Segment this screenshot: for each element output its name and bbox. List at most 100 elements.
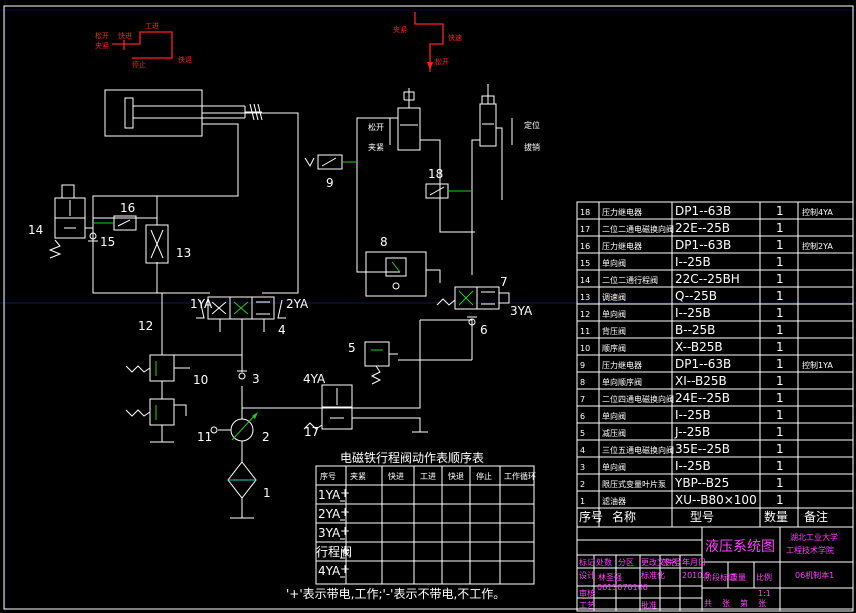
- parts-cell-name: 压力继电器: [602, 360, 642, 370]
- label-c15: 15: [100, 235, 115, 249]
- seq-row-sign: +: [340, 562, 350, 576]
- parts-cell-qty: 1: [776, 425, 784, 439]
- label-c6: 6: [480, 323, 488, 337]
- parts-cell-name: 二位二通行程阀: [602, 275, 658, 285]
- check-valve-3: [237, 370, 247, 380]
- motion-sketch-1: 快进 工进 快退 停止 松开 夹紧: [95, 22, 192, 69]
- parts-cell-qty: 1: [776, 221, 784, 235]
- parts-cell-no: 3: [580, 463, 585, 472]
- motion-label: 快速: [448, 33, 462, 42]
- school-name-1: 湖北工业大学: [790, 532, 838, 542]
- parts-cell-no: 10: [580, 344, 590, 353]
- pipe: [356, 117, 400, 273]
- parts-cell-name: 二位二通电磁换向阀: [602, 224, 674, 234]
- parts-cell-qty: 1: [776, 340, 784, 354]
- label-c11: 11: [197, 430, 212, 444]
- parts-cell-model: XI--B25B: [675, 374, 727, 388]
- label-c4: 4: [278, 323, 286, 337]
- directional-valve-7: [436, 286, 510, 310]
- parts-cell-no: 16: [580, 242, 590, 251]
- parts-cell-model: Q--25B: [675, 289, 717, 303]
- parts-cell-no: 5: [580, 429, 585, 438]
- seq-row-sign: +: [340, 543, 350, 557]
- parts-cell-model: I--25B: [675, 459, 711, 473]
- label-c10: 10: [193, 373, 208, 387]
- pipe: [202, 112, 299, 294]
- parts-cell-qty: 1: [776, 374, 784, 388]
- parts-cell-no: 6: [580, 412, 585, 421]
- sequence-valve-10: [125, 354, 190, 382]
- cylinder-label: 松开: [368, 122, 384, 132]
- pipe: [242, 320, 421, 409]
- label-c2: 2: [262, 430, 270, 444]
- seq-row-sign: +: [340, 486, 350, 500]
- parts-cell-qty: 1: [776, 493, 784, 507]
- parts-cell-model: YBP--B25: [674, 476, 729, 490]
- parts-cell-qty: 1: [776, 391, 784, 405]
- parts-cell-name: 单向阀: [602, 411, 626, 421]
- parts-cell-no: 14: [580, 276, 590, 285]
- parts-cell-qty: 1: [776, 255, 784, 269]
- parts-cell-no: 13: [580, 293, 590, 302]
- seq-row-name: 3YA: [318, 526, 341, 540]
- label-c5: 5: [348, 341, 356, 355]
- pressure-switch-9: [304, 154, 357, 170]
- tb-cell: 比例: [756, 572, 772, 582]
- parts-cell-qty: 1: [776, 272, 784, 286]
- label-1ya: 1YA: [190, 297, 213, 311]
- parts-cell-name: 压力继电器: [602, 241, 642, 251]
- cylinder-label: 拔销: [524, 142, 540, 152]
- tb-cell: 批准: [641, 600, 657, 610]
- parts-cell-qty: 1: [776, 323, 784, 337]
- label-c14: 14: [28, 223, 43, 237]
- seq-col-header: 停止: [476, 471, 492, 481]
- student-id: 0613070106: [597, 583, 648, 592]
- seq-col-header: 工进: [420, 472, 436, 481]
- parts-col-header: 名称: [612, 509, 636, 524]
- tb-cell: 共: [704, 599, 712, 608]
- parts-cell-name: 三位五通电磁换向阀: [602, 445, 674, 455]
- parts-cell-qty: 1: [776, 459, 784, 473]
- parts-col-header: 序号: [579, 509, 603, 524]
- parts-cell-name: 单向阀: [602, 258, 626, 268]
- parts-cell-remark: 控制1YA: [802, 360, 833, 370]
- label-c12: 12: [138, 319, 153, 333]
- designer-name: 林圣强: [598, 572, 622, 582]
- tank-line: [150, 425, 174, 443]
- label-c1: 1: [263, 486, 271, 500]
- tb-cell: 分区: [618, 558, 634, 567]
- label-c8: 8: [380, 235, 388, 249]
- seq-row-name: 行程阀: [316, 544, 352, 559]
- seq-row-name: 4YA: [318, 564, 341, 578]
- parts-cell-no: 11: [580, 327, 590, 336]
- pipe: [92, 123, 239, 258]
- tb-cell: 设计: [579, 570, 595, 580]
- design-date: 2010.5: [682, 571, 710, 580]
- motion-label: 夹紧: [95, 41, 109, 50]
- parts-cell-qty: 1: [776, 442, 784, 456]
- motion-label: 松开: [435, 57, 449, 66]
- motion-label: 快进: [118, 31, 132, 40]
- parts-cell-model: DP1--63B: [675, 238, 731, 252]
- seq-col-header: 快退: [448, 471, 464, 481]
- parts-cell-qty: 1: [776, 306, 784, 320]
- speed-valve-13: [145, 224, 169, 264]
- pipe: [92, 258, 210, 294]
- motion-label: 工进: [145, 22, 159, 30]
- tb-cell: 年月日: [682, 557, 706, 567]
- locate-cylinder: [479, 84, 497, 147]
- school-name-2: 工程技术学院: [786, 545, 834, 555]
- parts-cell-name: 二位四通电磁换向阀: [602, 394, 674, 404]
- parts-cell-model: I--25B: [675, 255, 711, 269]
- travel-valve-14: [48, 184, 93, 259]
- tb-cell: 第: [740, 598, 748, 608]
- seq-row-name: 1YA: [318, 488, 341, 502]
- seq-col-header: 夹紧: [350, 471, 366, 481]
- clamp-cylinder: [397, 88, 421, 151]
- label-3ya: 3YA: [510, 304, 533, 318]
- parts-cell-name: 单向阀: [602, 309, 626, 319]
- parts-cell-name: 压力继电器: [602, 207, 642, 217]
- parts-cell-no: 9: [580, 361, 585, 370]
